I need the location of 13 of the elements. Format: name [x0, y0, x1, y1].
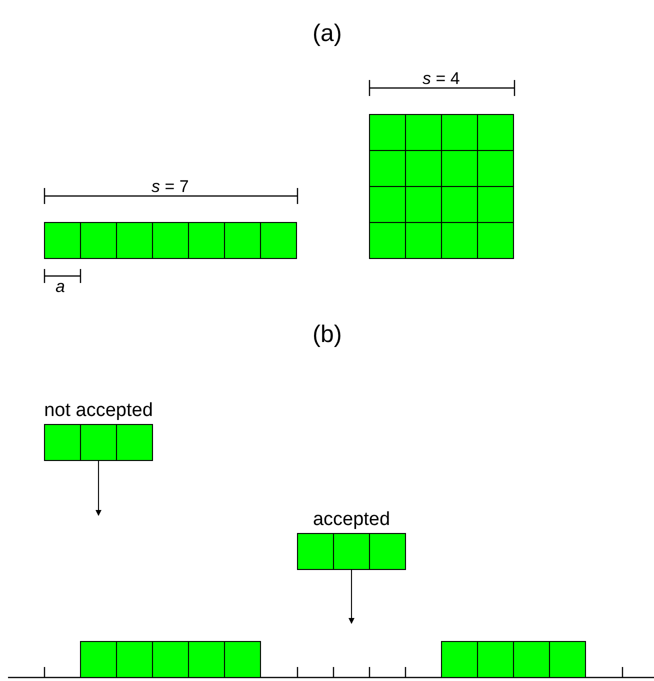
square-row	[441, 641, 586, 678]
square-row	[80, 641, 261, 678]
square-row	[44, 222, 297, 259]
dimension-label: a	[56, 278, 65, 295]
arrow	[96, 460, 102, 516]
dimension-label: s = 7	[152, 178, 189, 195]
row-caption: not accepted	[44, 401, 153, 420]
arrow	[348, 570, 354, 624]
panel-label: (b)	[312, 323, 342, 347]
row-caption: accepted	[312, 510, 392, 529]
dimension-label: s = 4	[422, 70, 460, 87]
panel-label: (a)	[312, 22, 342, 46]
square-grid	[369, 114, 514, 259]
